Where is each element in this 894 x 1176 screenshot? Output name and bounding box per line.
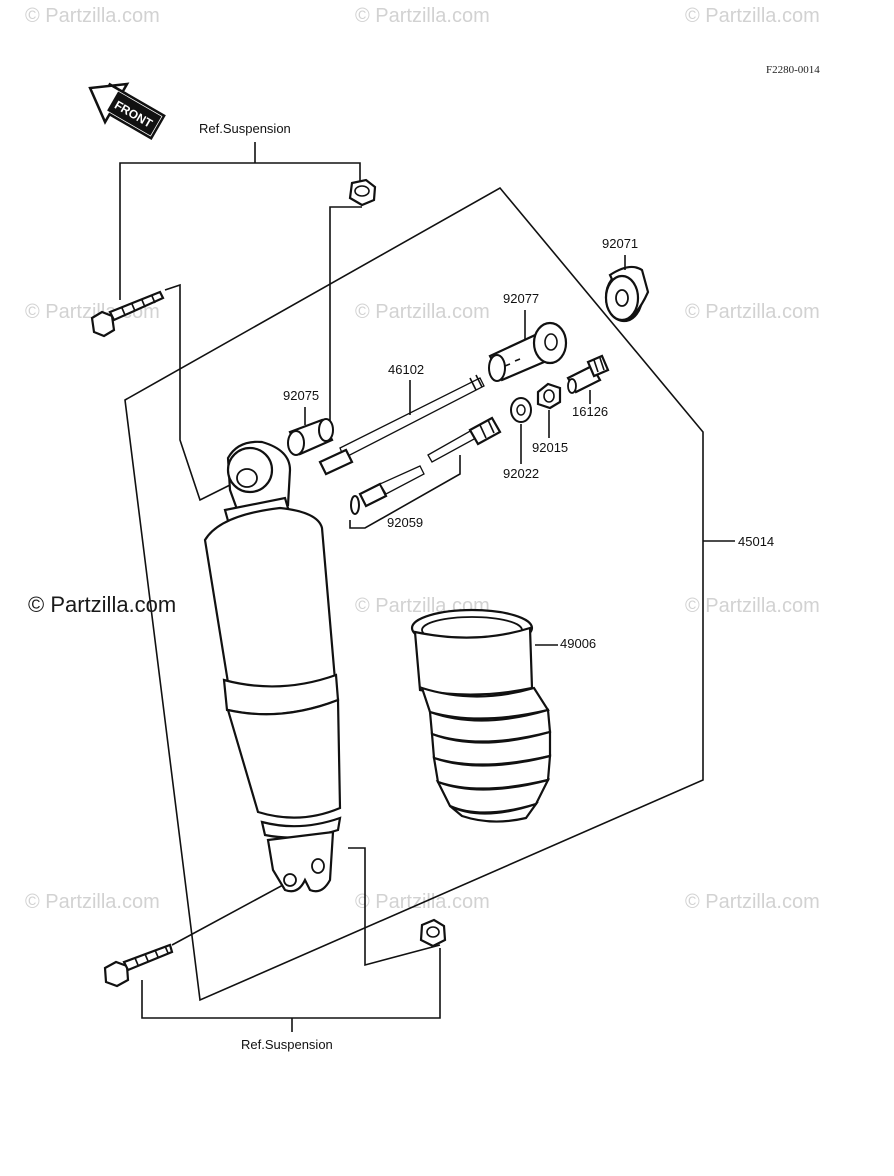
watermark: © Partzilla.com: [355, 301, 490, 323]
inner-rod: [427, 416, 502, 463]
rod-46102: 46102: [318, 362, 485, 476]
front-arrow-icon: FRONT: [88, 82, 166, 140]
washer-92022: 92022: [503, 397, 539, 481]
shock-absorber: [203, 440, 342, 893]
part-46102: 46102: [388, 362, 424, 377]
watermark: © Partzilla.com: [685, 595, 820, 617]
part-92022: 92022: [503, 466, 539, 481]
nut-92015: 92015: [532, 382, 568, 455]
part-92059: 92059: [387, 515, 423, 530]
fitting-16126: 16126: [566, 354, 610, 419]
watermark: © Partzilla.com: [685, 5, 820, 27]
watermark: © Partzilla.com: [355, 5, 490, 27]
boot-49006: 49006: [410, 608, 596, 823]
watermark: © Partzilla.com: [25, 5, 160, 27]
bushing-92071: 92071: [602, 236, 650, 323]
diagram-code: F2280-0014: [766, 64, 820, 76]
collar-92077: 92077: [488, 291, 568, 382]
part-92071: 92071: [602, 236, 638, 251]
part-49006: 49006: [560, 636, 596, 651]
part-16126: 16126: [572, 404, 608, 419]
part-92015: 92015: [532, 440, 568, 455]
label-45014: 45014: [703, 534, 774, 549]
watermark: © Partzilla.com: [685, 301, 820, 323]
watermarks: © Partzilla.com © Partzilla.com © Partzi…: [25, 5, 820, 913]
watermark-main: © Partzilla.com: [28, 592, 176, 617]
part-92075: 92075: [283, 388, 319, 403]
part-92077: 92077: [503, 291, 539, 306]
bottom-bolt: [103, 884, 284, 988]
part-45014: 45014: [738, 534, 774, 549]
valve-92059: 92059: [349, 455, 461, 530]
collar-92075: 92075: [283, 388, 334, 456]
top-bolt: [90, 283, 241, 502]
ref-suspension-top-bracket: Ref.Suspension: [119, 121, 361, 300]
ref-suspension-top: Ref.Suspension: [199, 121, 291, 136]
watermark: © Partzilla.com: [685, 891, 820, 913]
assembly-outline: [124, 186, 704, 1002]
watermark: © Partzilla.com: [25, 891, 160, 913]
bottom-nut: [348, 847, 447, 967]
ref-suspension-bottom-bracket: Ref.Suspension: [141, 948, 441, 1052]
ref-suspension-bottom: Ref.Suspension: [241, 1037, 333, 1052]
